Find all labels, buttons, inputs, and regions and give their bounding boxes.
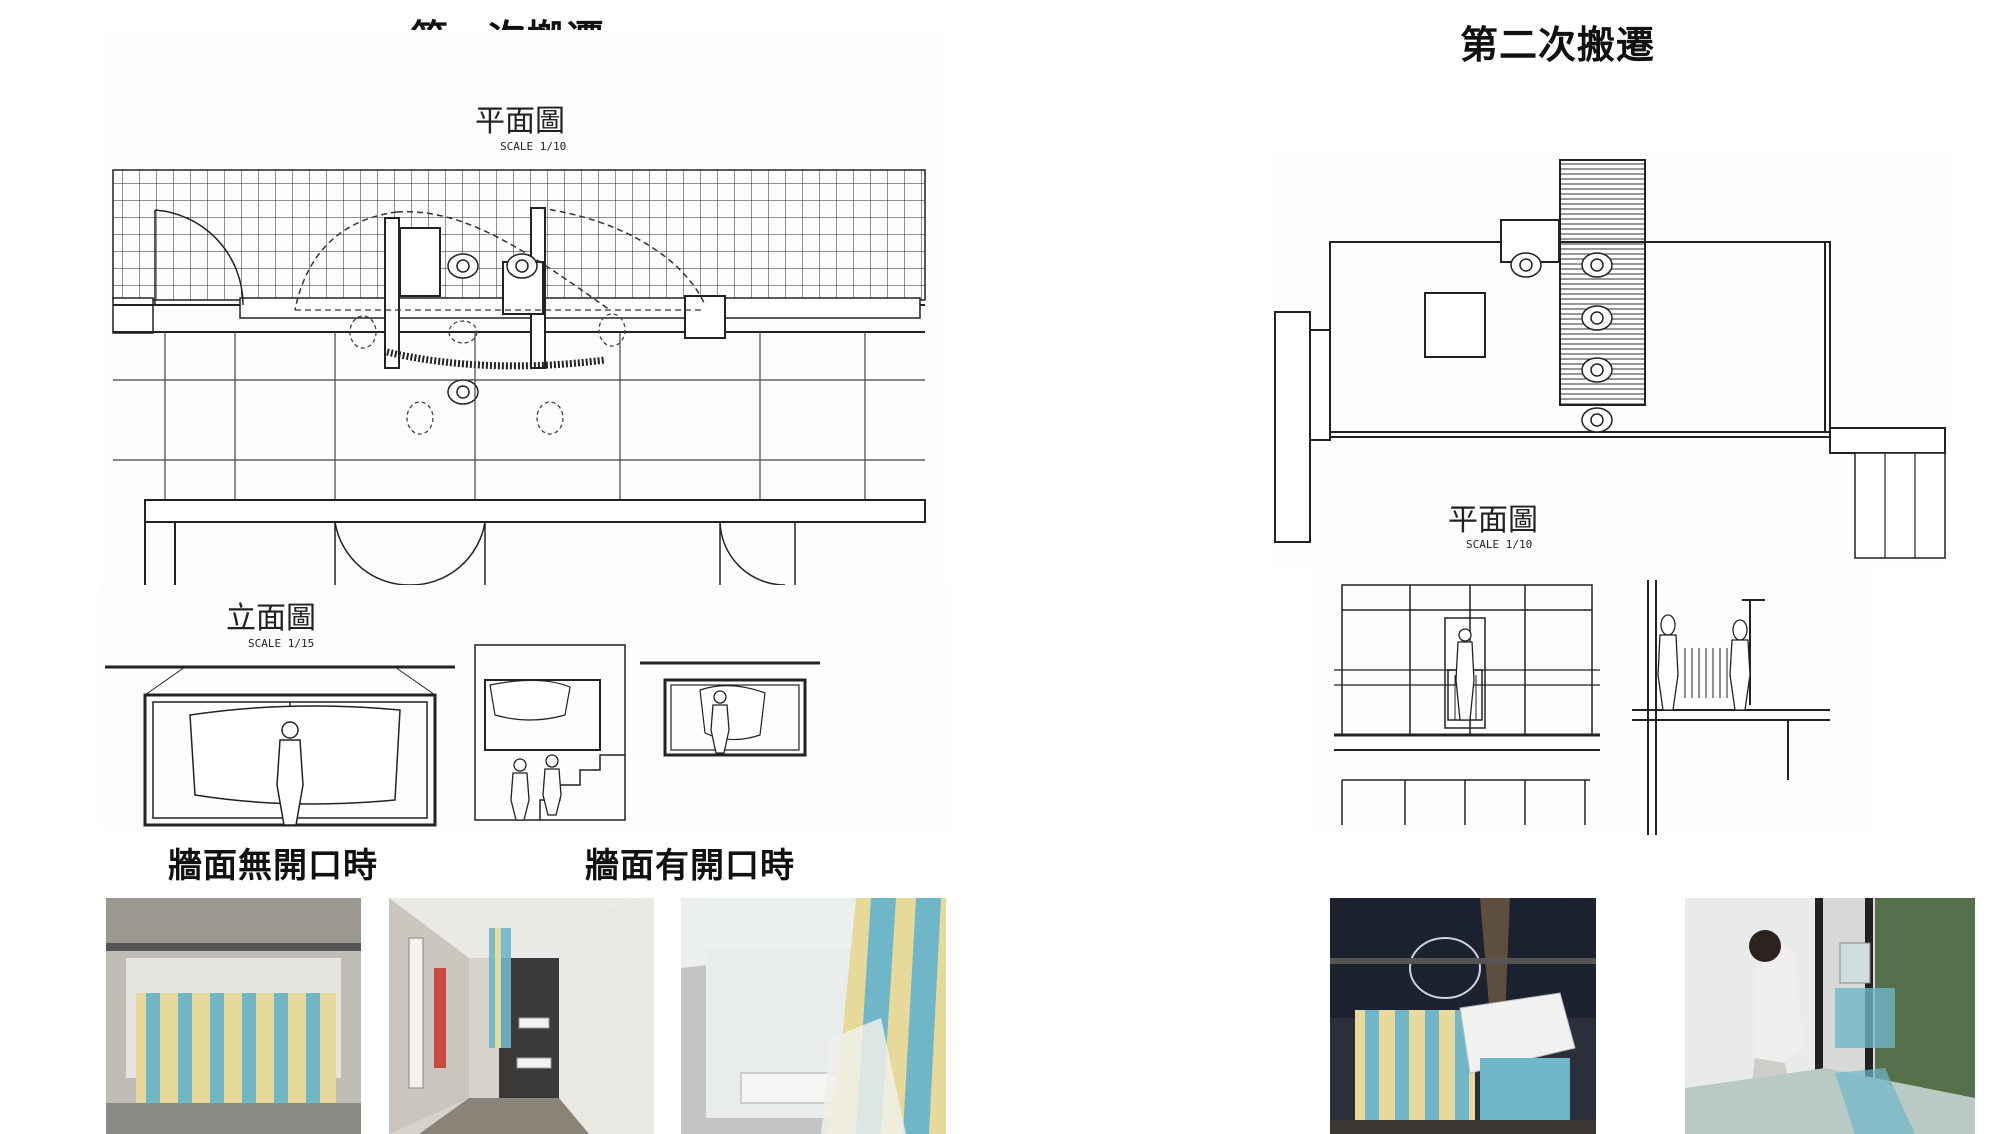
photo-wall-no-opening — [106, 898, 361, 1134]
first-plan-scale: SCALE 1/10 — [500, 140, 567, 153]
second-section-sheet — [1310, 570, 1870, 835]
caption-with-opening: 牆面有開口時 — [585, 846, 795, 886]
photo-corridor — [389, 898, 654, 1134]
heading-second-move: 第二次搬遷 — [1460, 23, 1656, 67]
second-plan-scale: SCALE 1/10 — [1466, 538, 1533, 551]
caption-no-opening: 牆面無開口時 — [168, 846, 378, 886]
second-section-drawing — [1334, 580, 1830, 835]
first-elevation-title: 立面圖 — [226, 601, 316, 636]
second-plan-sheet: 平面圖 SCALE 1/10 — [1270, 150, 1950, 565]
photo-second-move-cart — [1330, 898, 1596, 1134]
second-plan-drawing — [1274, 159, 1946, 559]
first-plan-drawing — [112, 169, 926, 586]
second-plan-title: 平面圖 — [1448, 503, 1538, 538]
first-elevation-scale: SCALE 1/15 — [248, 637, 315, 650]
first-plan-sheet: 平面圖 SCALE 1/10 — [105, 30, 945, 586]
photo-second-move-person — [1685, 898, 1975, 1134]
photo-opening — [681, 898, 946, 1134]
first-elevation-drawing-a — [105, 644, 820, 827]
first-plan-title: 平面圖 — [475, 104, 565, 139]
first-elevation-sheet: 立面圖 SCALE 1/15 — [100, 585, 950, 830]
